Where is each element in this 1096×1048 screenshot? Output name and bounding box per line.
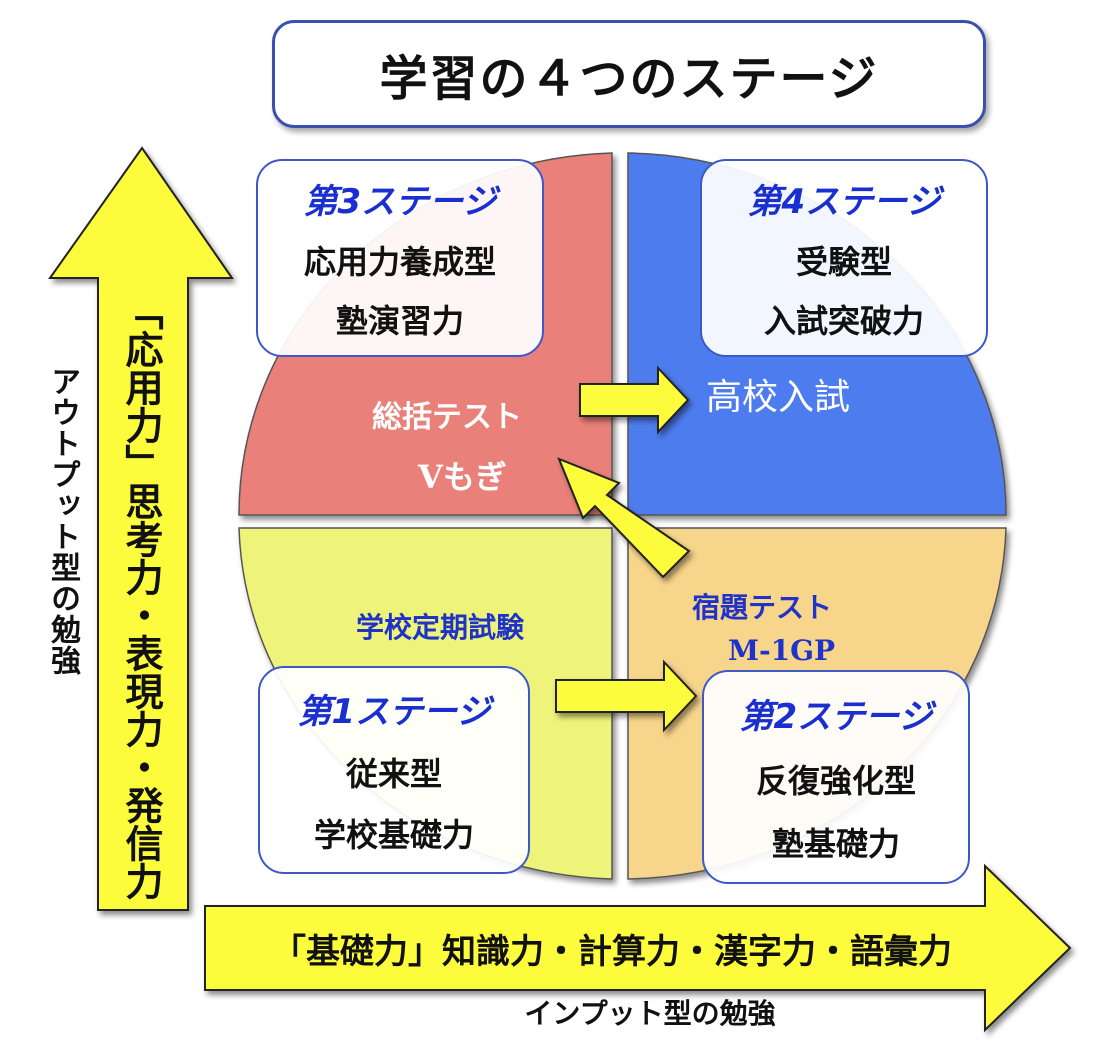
label-sogatsu-test: 総括テスト	[372, 400, 522, 435]
label-koko-nyushi: 高校入試	[706, 377, 851, 418]
arrow-to-nyushi	[579, 365, 690, 435]
stage2-title: 第2ステージ	[739, 697, 933, 738]
label-v-mogi: Vもぎ	[418, 458, 507, 496]
vertical-output-arrow	[48, 146, 234, 911]
horizontal-input-arrow	[204, 863, 1072, 1033]
stage3-box: 第3ステージ 応用力養成型 塾演習力	[256, 159, 544, 357]
stage2-skill: 塾基礎力	[771, 824, 900, 863]
stage2-box: 第2ステージ 反復強化型 塾基礎力	[702, 670, 970, 884]
stage3-title: 第3ステージ	[303, 182, 497, 223]
stage4-type: 受験型	[795, 242, 892, 281]
arrow-stage1-to-stage2	[555, 659, 698, 733]
stage1-skill: 学校基礎力	[313, 816, 474, 855]
stage1-type: 従来型	[345, 754, 442, 793]
label-shukudai-test: 宿題テスト	[692, 591, 833, 624]
vertical-arrow-text: 「応用力」思考力・表現力・発信力	[119, 292, 163, 900]
stage2-type: 反復強化型	[755, 761, 916, 800]
stage1-title: 第1ステージ	[297, 691, 491, 732]
arrow-to-sogatsu	[557, 457, 691, 579]
stage4-skill: 入試突破力	[763, 301, 924, 340]
stage3-type: 応用力養成型	[303, 242, 496, 281]
stage4-box: 第4ステージ 受験型 入試突破力	[700, 159, 988, 357]
title-box: 学習の４つのステージ	[272, 20, 986, 128]
stage1-box: 第1ステージ 従来型 学校基礎力	[258, 666, 530, 874]
label-gakko-teiki: 学校定期試験	[356, 611, 525, 644]
stage3-skill: 塾演習力	[335, 301, 464, 340]
vertical-axis-label: アウトプット型の勉強	[45, 366, 80, 676]
horizontal-axis-label: インプット型の勉強	[524, 997, 776, 1030]
page-title: 学習の４つのステージ	[379, 51, 879, 107]
stage4-title: 第4ステージ	[747, 182, 941, 223]
label-m1gp: M-1GP	[728, 634, 836, 667]
horizontal-arrow-text: 「基礎力」知識力・計算力・漢字力・語彙力	[272, 931, 952, 972]
